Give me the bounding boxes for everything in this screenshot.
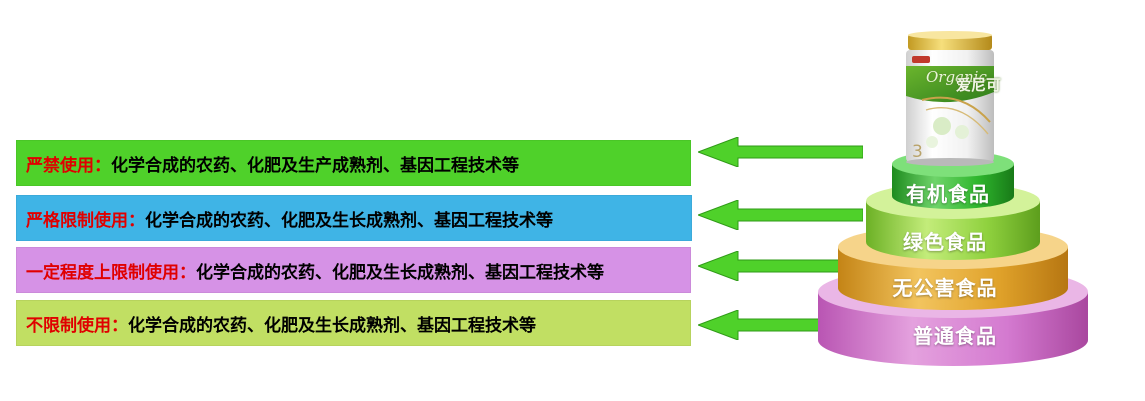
left-arrow-icon bbox=[698, 200, 863, 230]
left-arrow-icon bbox=[698, 251, 863, 281]
left-arrow-icon bbox=[698, 310, 863, 340]
tier-label-green: 绿色食品 bbox=[903, 230, 987, 254]
product-line-text: Organic bbox=[926, 68, 987, 86]
rule-label: 严禁使用： bbox=[26, 155, 111, 176]
rule-label: 严格限制使用： bbox=[26, 210, 145, 231]
rule-desc: 化学合成的农药、化肥及生长成熟剂、基因工程技术等 bbox=[196, 262, 604, 283]
product-stage-text: 3 bbox=[912, 142, 923, 162]
tier-label-ordinary: 普通食品 bbox=[913, 324, 997, 348]
product-brand-text: 爱尼可 bbox=[956, 76, 1002, 94]
tier-stack bbox=[818, 151, 1088, 366]
rule-desc: 化学合成的农药、化肥及生长成熟剂、基因工程技术等 bbox=[145, 210, 553, 231]
rule-desc: 化学合成的农药、化肥及生长成熟剂、基因工程技术等 bbox=[128, 315, 536, 336]
rule-desc: 化学合成的农药、化肥及生产成熟剂、基因工程技术等 bbox=[111, 155, 519, 176]
formula-can-icon bbox=[906, 31, 994, 166]
rule-label: 不限制使用： bbox=[26, 315, 128, 336]
rule-label: 一定程度上限制使用： bbox=[26, 262, 196, 283]
tier-label-organic: 有机食品 bbox=[906, 182, 990, 206]
rule-bar-pollution-free: 一定程度上限制使用： 化学合成的农药、化肥及生长成熟剂、基因工程技术等 bbox=[16, 247, 691, 293]
rule-bar-green: 严格限制使用： 化学合成的农药、化肥及生长成熟剂、基因工程技术等 bbox=[16, 195, 692, 241]
left-arrow-icon bbox=[698, 137, 863, 167]
rule-bar-organic: 严禁使用： 化学合成的农药、化肥及生产成熟剂、基因工程技术等 bbox=[16, 140, 691, 186]
tier-label-pollution-free: 无公害食品 bbox=[892, 276, 998, 300]
rule-bar-ordinary: 不限制使用： 化学合成的农药、化肥及生长成熟剂、基因工程技术等 bbox=[16, 300, 691, 346]
